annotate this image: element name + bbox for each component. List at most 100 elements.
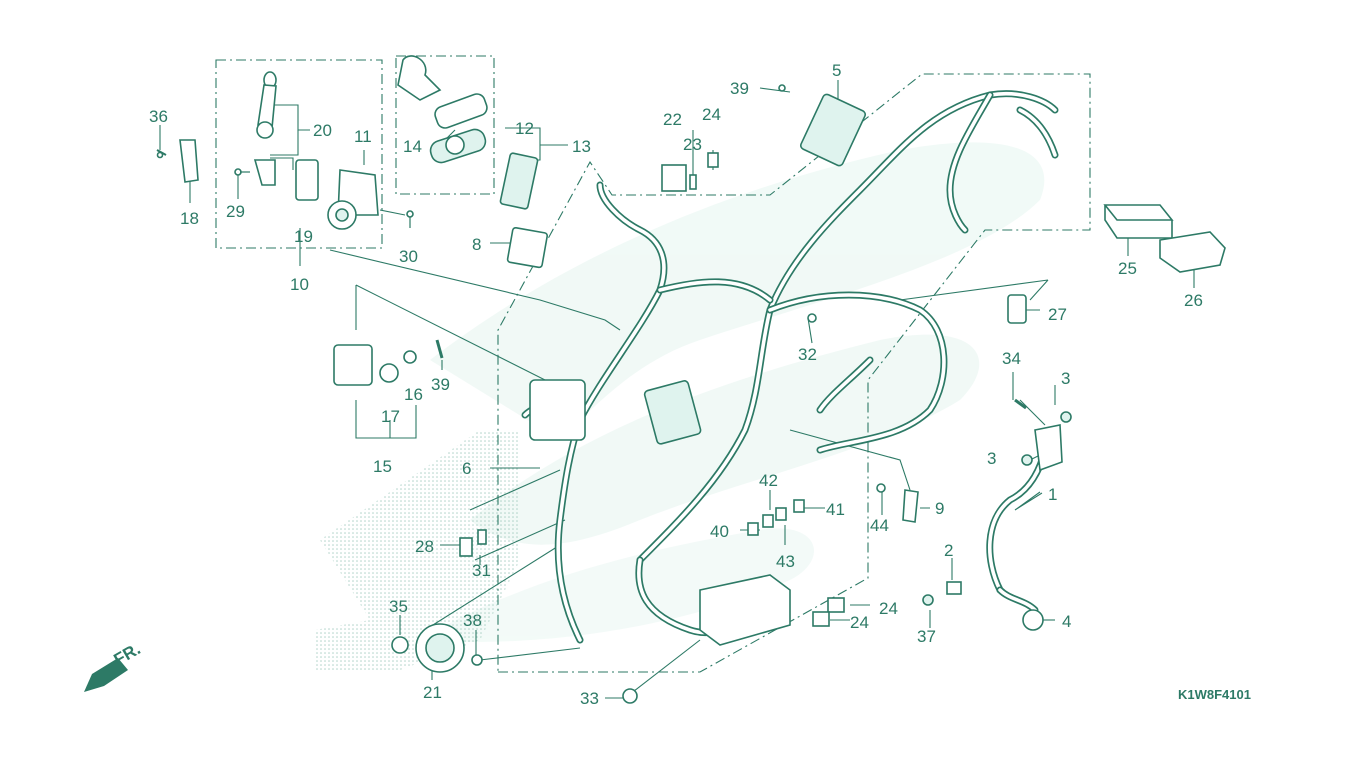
callout-28: 28: [415, 537, 434, 556]
part-2-clamp: [946, 581, 962, 595]
part-34-bolt: [1014, 398, 1027, 410]
part-39-screw: [435, 339, 444, 359]
callout-14: 14: [403, 137, 422, 156]
callout-13: 13: [572, 137, 591, 156]
callout-21: 21: [423, 683, 442, 702]
part-4-plug-cap: [1022, 609, 1044, 631]
callout-43: 43: [776, 552, 795, 571]
part-27-clip: [1007, 294, 1027, 324]
callout-8: 8: [472, 235, 481, 254]
callout-36: 36: [149, 107, 168, 126]
part-24-relay-top: [707, 152, 719, 168]
callout-23: 23: [683, 135, 702, 154]
part-3-nut-upper: [1060, 411, 1072, 423]
callout-39b: 39: [431, 375, 450, 394]
part-33-grommet: [622, 688, 638, 704]
drawing-code: K1W8F4101: [1178, 687, 1251, 702]
part-18-bracket: [156, 139, 199, 183]
group-frames: [215, 55, 1091, 673]
callouts: 1 2 3 3 4 5 6 8 9 10 11 12 13 14 15 16 1…: [149, 61, 1203, 708]
part-37-bolt: [922, 594, 934, 606]
callout-3a: 3: [1061, 369, 1070, 388]
part-30-screw: [406, 210, 414, 228]
part-15-relay: [333, 344, 373, 386]
part-36-screw: [156, 149, 167, 156]
callout-35: 35: [389, 597, 408, 616]
callout-32: 32: [798, 345, 817, 364]
callout-22: 22: [663, 110, 682, 129]
part-19-unit: [295, 159, 319, 201]
callout-12: 12: [515, 119, 534, 138]
callout-27: 27: [1048, 305, 1067, 324]
callout-16: 16: [404, 385, 423, 404]
callout-30: 30: [399, 247, 418, 266]
part-22-pad: [661, 164, 687, 192]
part-9-sensor: [902, 489, 919, 523]
part-13-module: [499, 152, 539, 210]
part-5-ecu: [799, 93, 867, 167]
part-26-cover: [1159, 231, 1226, 273]
part-25-cover: [1103, 204, 1174, 239]
part-connector-block: [643, 380, 702, 445]
shading-area: [315, 430, 520, 670]
callout-18: 18: [180, 209, 199, 228]
callout-17: 17: [381, 407, 400, 426]
callout-37: 37: [917, 627, 936, 646]
callout-24a: 24: [702, 105, 721, 124]
callout-9: 9: [935, 499, 944, 518]
part-31-clip: [477, 529, 487, 545]
part-3-nut-lower: [1021, 454, 1033, 466]
part-35-nut: [391, 636, 409, 654]
callout-31: 31: [472, 561, 491, 580]
part-8-module: [506, 226, 549, 269]
callout-15: 15: [373, 457, 392, 476]
callout-44: 44: [870, 516, 889, 535]
callout-4: 4: [1062, 612, 1071, 631]
part-12-key-fob: [397, 55, 488, 164]
callout-40: 40: [710, 522, 729, 541]
callout-42: 42: [759, 471, 778, 490]
fuse-box: [699, 574, 791, 646]
callout-6: 6: [462, 459, 471, 478]
callout-39a: 39: [730, 79, 749, 98]
part-38-bolt: [471, 654, 483, 666]
part-44-bolt: [876, 483, 886, 493]
part-24-relay-b: [812, 611, 830, 627]
callout-24b: 24: [879, 599, 898, 618]
part-23-fuse: [689, 174, 697, 190]
front-arrow: FR.: [84, 639, 144, 692]
part-1-coil: [1034, 424, 1063, 472]
callout-1: 1: [1048, 485, 1057, 504]
callout-24c: 24: [850, 613, 869, 632]
callout-41: 41: [826, 500, 845, 519]
part-39-bolt: [778, 84, 786, 92]
callout-19: 19: [294, 227, 313, 246]
part-16-collar: [403, 350, 417, 364]
part-10-lock: [529, 379, 586, 441]
watermark: [420, 142, 1045, 642]
part-28-clip: [459, 537, 473, 557]
callout-29: 29: [226, 202, 245, 221]
part-11-switch: [327, 169, 379, 230]
leader-lines: [159, 80, 1195, 699]
callout-38: 38: [463, 611, 482, 630]
part-20-strap: [253, 71, 277, 186]
callout-26: 26: [1184, 291, 1203, 310]
callout-33: 33: [580, 689, 599, 708]
callout-2: 2: [944, 541, 953, 560]
callout-3b: 3: [987, 449, 996, 468]
callout-5: 5: [832, 61, 841, 80]
part-21-horn: [415, 623, 465, 673]
callout-20: 20: [313, 121, 332, 140]
callout-34: 34: [1002, 349, 1021, 368]
part-17-grommet: [379, 363, 399, 383]
fuses: [747, 499, 805, 536]
part-24-relay-a: [827, 597, 845, 613]
part-29-screw: [234, 168, 250, 176]
callout-10: 10: [290, 275, 309, 294]
components: [156, 55, 1226, 704]
callout-25: 25: [1118, 259, 1137, 278]
part-32-clip: [807, 313, 817, 323]
